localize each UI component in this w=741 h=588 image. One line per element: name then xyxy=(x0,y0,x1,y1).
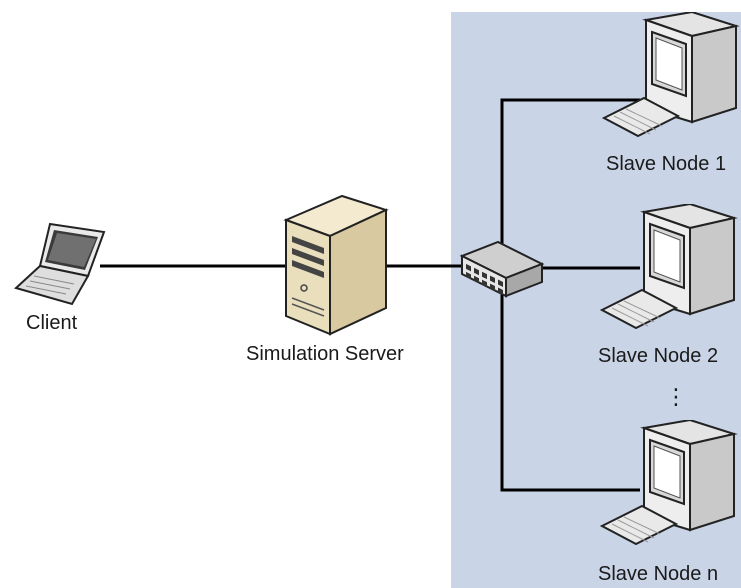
slave-node-label: Slave Node 2 xyxy=(598,345,719,367)
laptop-icon xyxy=(14,222,106,306)
client-label: Client xyxy=(26,312,78,334)
slave-node-label: Slave Node 1 xyxy=(606,153,727,175)
server-label: Simulation Server xyxy=(246,343,404,365)
desktop-computer-icon xyxy=(601,12,740,138)
desktop-computer-icon xyxy=(599,420,738,546)
network-switch-icon xyxy=(459,240,545,298)
desktop-computer-icon xyxy=(599,204,738,330)
ellipsis-indicator: ⋮ xyxy=(665,384,687,409)
server-tower-icon xyxy=(283,194,389,336)
slave-node-label: Slave Node n xyxy=(598,563,719,585)
